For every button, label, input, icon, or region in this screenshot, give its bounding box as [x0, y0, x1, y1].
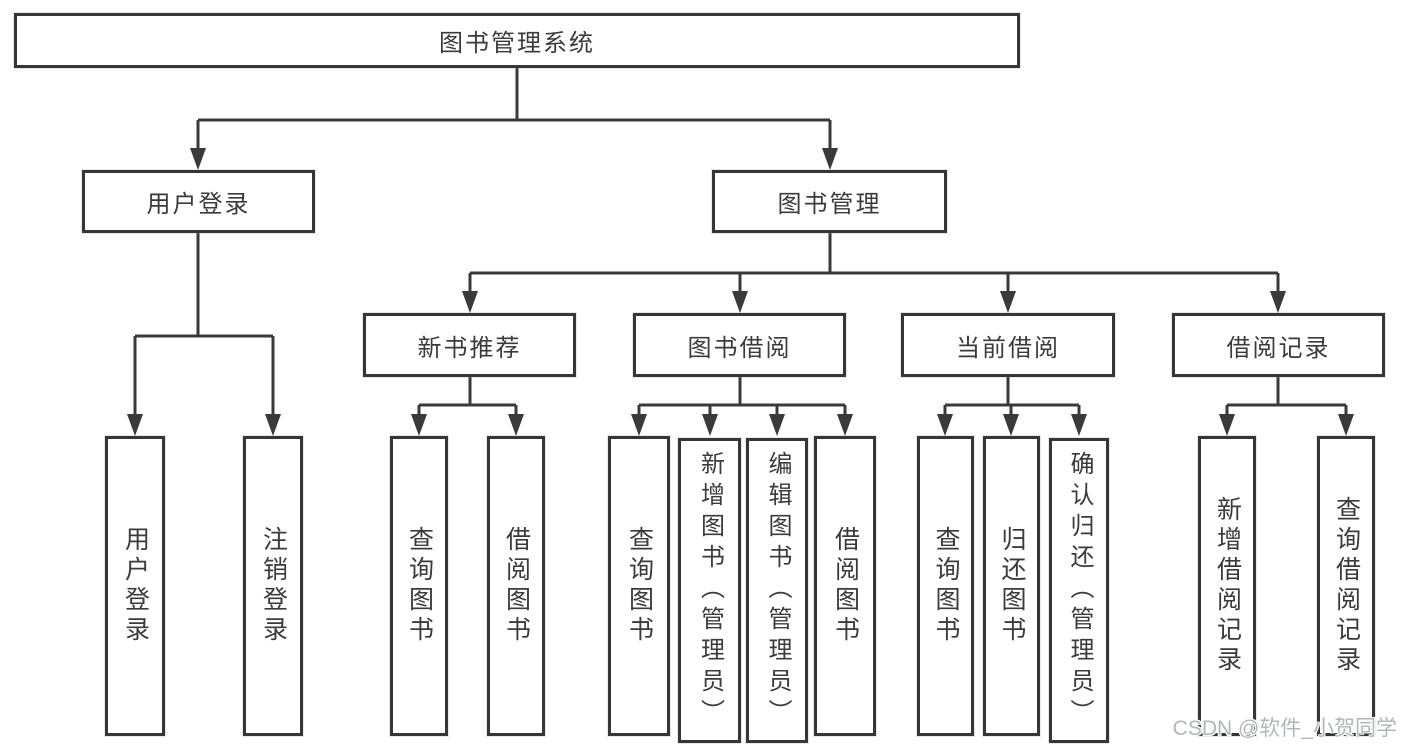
node-book-borrow-label: 图书借阅 [687, 334, 792, 362]
leaf-label: 借阅图书 [502, 526, 531, 646]
node-borrow-records: 借阅记录 [1172, 313, 1385, 377]
node-new-book-recommend: 新书推荐 [363, 313, 576, 377]
node-root: 图书管理系统 [14, 13, 1020, 68]
leaf-query-books-1: 查询图书 [390, 436, 448, 736]
leaf-label: 查询图书 [405, 526, 434, 646]
node-book-management: 图书管理 [712, 170, 947, 233]
leaf-label: 查询图书 [932, 526, 960, 646]
leaf-user-login: 用户登录 [105, 436, 165, 736]
leaf-borrow-books-2: 借阅图书 [814, 436, 876, 736]
leaf-label: 归还图书 [998, 526, 1026, 646]
leaf-add-borrow-record: 新增借阅记录 [1198, 436, 1256, 736]
leaf-edit-books-admin: 编辑图书（管理员） [746, 438, 808, 743]
leaf-add-books-admin: 新增图书（管理员） [678, 438, 741, 743]
node-current-borrow: 当前借阅 [901, 313, 1115, 377]
node-new-book-recommend-label: 新书推荐 [417, 334, 522, 362]
node-user-login: 用户登录 [82, 170, 315, 233]
leaf-logout: 注销登录 [243, 436, 303, 736]
leaf-label: 查询借阅记录 [1332, 496, 1361, 676]
leaf-query-books-2: 查询图书 [608, 436, 670, 736]
node-borrow-records-label: 借阅记录 [1226, 334, 1331, 362]
leaf-label: 注销登录 [259, 526, 288, 646]
leaf-label: 编辑图书（管理员） [764, 451, 791, 730]
leaf-label: 确认归还（管理员） [1066, 451, 1093, 730]
csdn-watermark: CSDN @软件_小贺同学 [1172, 717, 1397, 740]
arrowheads [127, 148, 1354, 436]
node-book-borrow: 图书借阅 [633, 313, 846, 377]
leaf-label: 新增借阅记录 [1213, 496, 1242, 676]
leaf-label: 借阅图书 [831, 526, 860, 646]
node-user-login-label: 用户登录 [146, 191, 251, 218]
node-book-management-label: 图书管理 [777, 191, 882, 218]
node-root-label: 图书管理系统 [439, 30, 595, 57]
leaf-label: 查询图书 [625, 526, 654, 646]
leaf-label: 新增图书（管理员） [696, 451, 724, 730]
leaf-label: 用户登录 [121, 526, 150, 646]
leaf-confirm-return-admin: 确认归还（管理员） [1049, 438, 1109, 743]
node-current-borrow-label: 当前借阅 [956, 334, 1060, 362]
leaf-query-books-3: 查询图书 [917, 436, 974, 736]
leaf-return-books: 归还图书 [983, 436, 1040, 736]
leaf-borrow-books-1: 借阅图书 [487, 436, 545, 736]
leaf-query-borrow-record: 查询借阅记录 [1317, 436, 1375, 736]
